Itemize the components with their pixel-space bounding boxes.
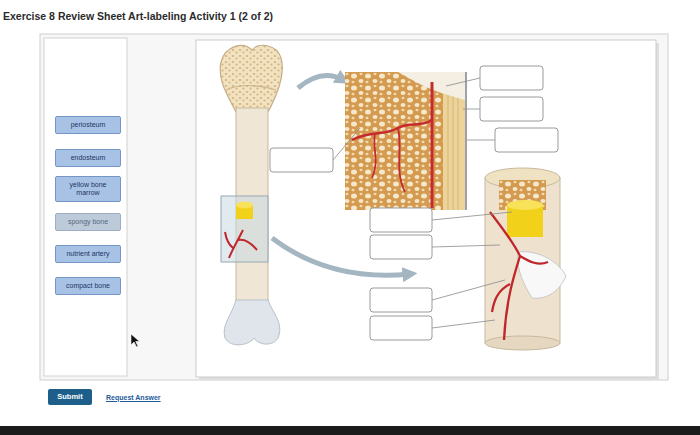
label-tile: endosteum: [55, 149, 121, 167]
tile-text: endosteum: [59, 154, 117, 162]
vessel: [352, 120, 432, 140]
frame: [0, 34, 700, 435]
tile-text: compact bone: [59, 282, 117, 290]
bone-segment: [485, 168, 566, 350]
leader-line: [432, 212, 512, 220]
tile-text: Submit: [53, 392, 87, 402]
drop-targets: [270, 66, 558, 340]
spongy-detail: [345, 72, 466, 210]
segment-spongy: [499, 180, 546, 210]
drop-target: [480, 66, 543, 90]
submit-button: Submit: [48, 389, 92, 405]
tile-text: spongy bone: [59, 218, 117, 226]
long-bone: [220, 45, 282, 345]
bottom-band: [0, 426, 700, 435]
label-column: [44, 38, 127, 376]
tile-text: periosteum: [59, 121, 117, 129]
drop-target: [480, 97, 543, 121]
section-box: [221, 196, 268, 262]
label-tile: nutrient artery: [55, 245, 121, 263]
proximal-epiphysis: [220, 45, 282, 112]
drop-target: [270, 148, 333, 172]
segment-bottom: [485, 336, 560, 350]
outer-frame: [40, 34, 668, 380]
art-panel: [196, 40, 656, 377]
leader-line: [432, 245, 500, 247]
drop-target: [495, 128, 558, 152]
leader-line: [432, 320, 495, 328]
marrow-top: [507, 200, 543, 210]
mouse-cursor: [131, 334, 140, 347]
label-tile: yellow bone marrow: [55, 176, 121, 202]
vessel: [372, 128, 405, 192]
drop-target: [370, 288, 432, 312]
vessel: [431, 82, 434, 208]
zoom-arrow: [298, 76, 343, 89]
drop-target: [370, 208, 432, 232]
artery: [490, 212, 548, 340]
spongy-block: [345, 72, 443, 210]
marrow-top: [236, 202, 253, 209]
leader-line: [432, 280, 505, 300]
label-tile: spongy bone: [55, 213, 121, 231]
label-tile: periosteum: [55, 116, 121, 134]
request-answer-link: Request Answer: [106, 394, 161, 401]
page-title: Exercise 8 Review Sheet Art-labeling Act…: [3, 10, 273, 22]
drop-target: [370, 316, 432, 340]
drop-target: [370, 235, 432, 259]
leader-line: [333, 128, 360, 160]
leader-line: [463, 109, 480, 110]
artery: [225, 230, 257, 258]
leader-line: [467, 140, 495, 141]
tile-text: yellow bone marrow: [59, 181, 117, 197]
tile-text: nutrient artery: [59, 250, 117, 258]
distal-epiphysis: [224, 300, 280, 345]
epiphyseal-line: [226, 86, 276, 91]
label-tile: compact bone: [55, 277, 121, 295]
membrane: [465, 72, 467, 210]
leader-line: [446, 78, 480, 86]
